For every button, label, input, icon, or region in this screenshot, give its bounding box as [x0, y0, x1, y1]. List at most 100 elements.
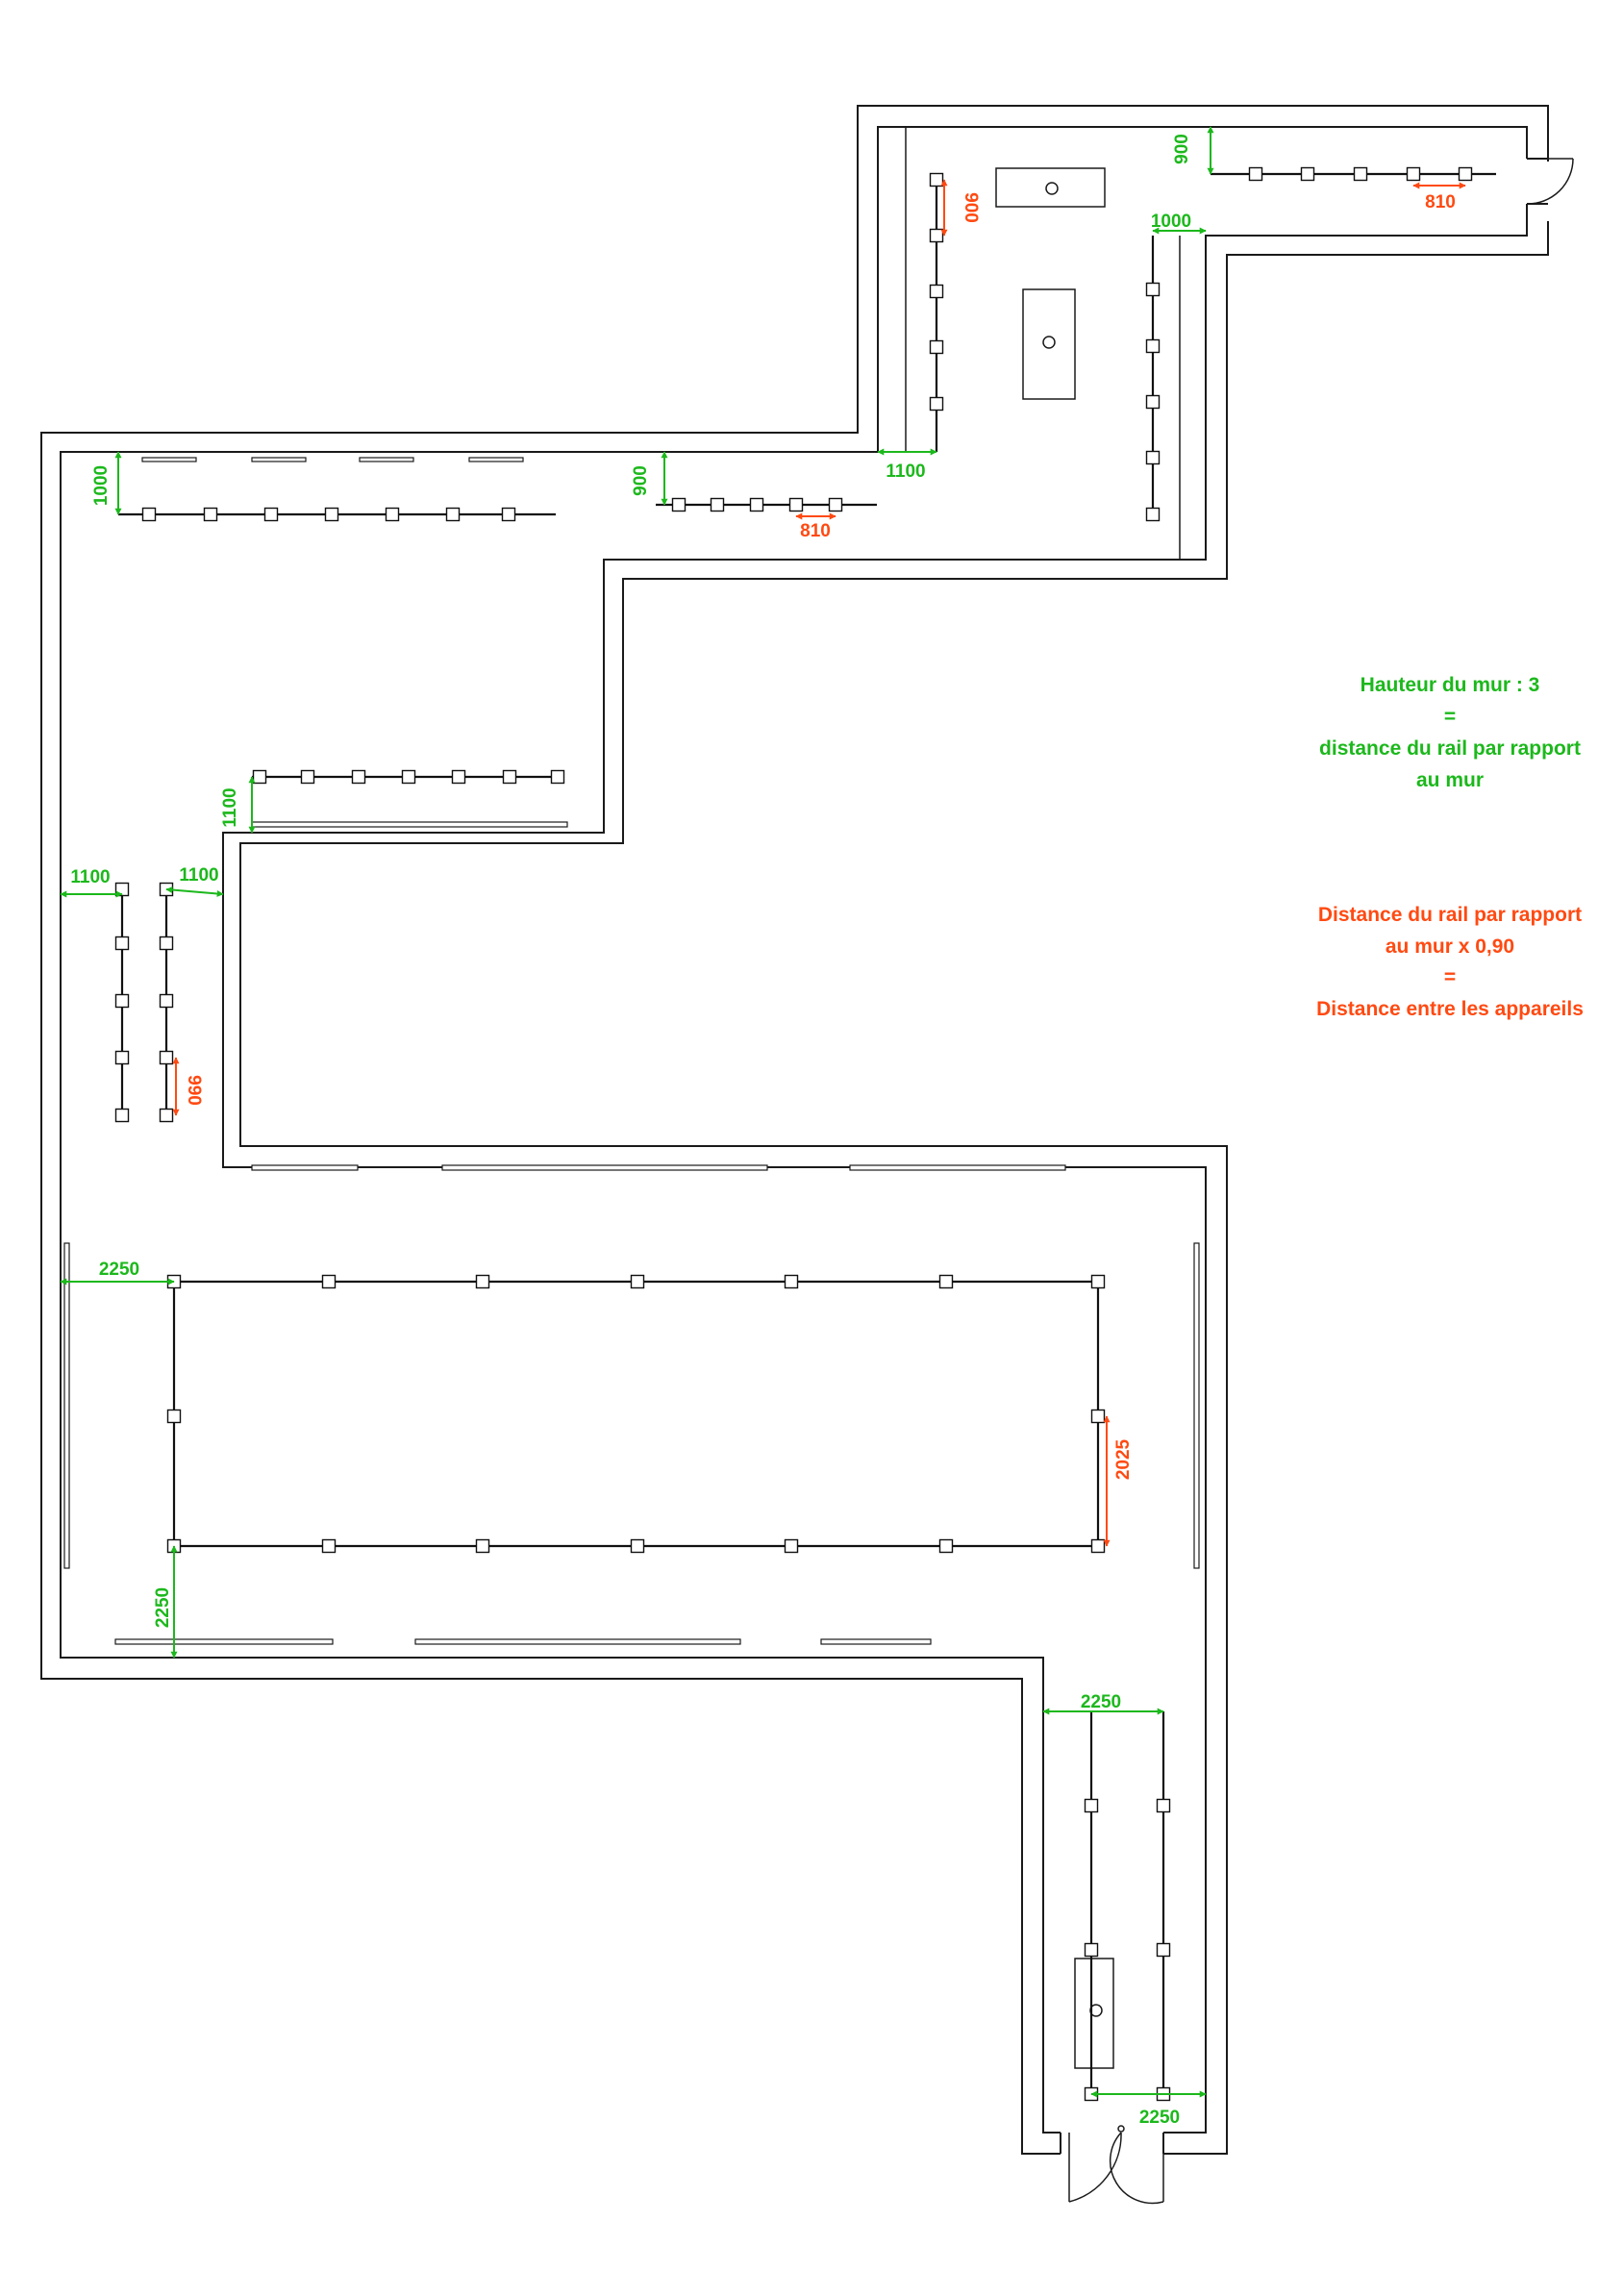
- light-fixture: [203, 507, 218, 522]
- spacing-dimensions: [172, 179, 1466, 1547]
- dimension-label: 2250: [1139, 2108, 1180, 2128]
- light-fixture: [401, 769, 416, 785]
- dimension-label: 1100: [220, 787, 240, 827]
- dimension-label: 900: [631, 465, 651, 496]
- light-fixture: [1156, 1798, 1171, 1813]
- light-fixture: [929, 339, 944, 355]
- light-fixture: [114, 993, 130, 1009]
- door-stop-icon: [1117, 2125, 1125, 2133]
- dimension-label: 2250: [153, 1587, 173, 1628]
- display-case-top: [995, 167, 1106, 208]
- light-fixture: [114, 1108, 130, 1123]
- light-fixture: [114, 1050, 130, 1065]
- light-fixture: [159, 936, 174, 951]
- inner-wall: [60, 126, 1528, 2134]
- wall-panel: [468, 457, 524, 462]
- light-fixture: [385, 507, 400, 522]
- dimension-label: 1000: [1151, 212, 1191, 232]
- doors: [1068, 158, 1574, 2205]
- lighting-rails: [118, 172, 1496, 2094]
- light-fixture: [630, 1538, 645, 1554]
- light-fixture: [1145, 507, 1161, 522]
- wall-distance-dimensions: [60, 126, 1214, 2098]
- wall-panel: [849, 1164, 1066, 1171]
- legend-spacing-rule: Distance du rail par rapport au mur x 0,…: [1316, 904, 1584, 1020]
- light-fixture: [159, 1108, 174, 1123]
- light-fixture: [784, 1274, 799, 1289]
- dimension-labels: 900 1000 1100 900 1000 1100 1100 1100 22…: [70, 134, 1455, 2128]
- legend-line: au mur: [1416, 769, 1484, 791]
- dimension-label: 900: [1172, 134, 1192, 164]
- legend-line: Hauteur du mur : 3: [1361, 674, 1540, 696]
- legend-line: =: [1444, 966, 1456, 988]
- light-fixture: [166, 1409, 182, 1424]
- light-fixture: [1300, 166, 1315, 182]
- light-fixture: [630, 1274, 645, 1289]
- light-fixture: [445, 507, 461, 522]
- wall-panel: [359, 457, 414, 462]
- light-fixture: [788, 497, 804, 512]
- door-swing-right-icon: [1526, 158, 1574, 205]
- light-fixtures: [114, 166, 1473, 2102]
- light-fixture: [502, 769, 517, 785]
- light-fixture: [1090, 1538, 1106, 1554]
- spacing-label: 900: [961, 192, 981, 223]
- light-fixture: [550, 769, 565, 785]
- light-fixture: [1090, 1274, 1106, 1289]
- furniture: [995, 167, 1114, 2069]
- light-fixture: [475, 1274, 490, 1289]
- light-fixture: [1156, 1942, 1171, 1958]
- light-fixture: [321, 1274, 337, 1289]
- wall-panel: [251, 1164, 359, 1171]
- legend: Hauteur du mur : 3 = distance du rail pa…: [1316, 674, 1584, 1020]
- lighting-rail: [172, 1280, 1100, 1548]
- light-fixture: [159, 1050, 174, 1065]
- wall-panel: [251, 821, 568, 828]
- light-fixture: [300, 769, 315, 785]
- light-fixture: [321, 1538, 337, 1554]
- light-fixture: [351, 769, 366, 785]
- light-fixture: [1145, 282, 1161, 297]
- wall-panel: [820, 1638, 932, 1645]
- spacing-label: 810: [1425, 192, 1456, 212]
- display-case-top-marker-icon: [1045, 182, 1059, 195]
- light-fixture: [1145, 394, 1161, 410]
- light-fixture: [1090, 1409, 1106, 1424]
- spacing-label: 2025: [1113, 1438, 1134, 1480]
- wall-panel: [251, 457, 307, 462]
- dimension-label: 2250: [99, 1260, 139, 1280]
- door-swing-bottom-left-icon: [1068, 2132, 1122, 2203]
- dimension-label: 1100: [886, 462, 925, 482]
- wall-panel: [414, 1638, 741, 1645]
- wall-panel: [63, 1242, 70, 1569]
- light-fixture: [1084, 1942, 1099, 1958]
- light-fixture: [929, 228, 944, 243]
- walls: [40, 105, 1549, 2155]
- light-fixture: [451, 769, 466, 785]
- light-fixture: [141, 507, 157, 522]
- dimension-label: 1100: [70, 867, 110, 887]
- dimension-label: 2250: [1081, 1692, 1121, 1712]
- light-fixture: [1084, 1798, 1099, 1813]
- wall-panel: [441, 1164, 768, 1171]
- light-fixture: [938, 1274, 954, 1289]
- light-fixture: [1248, 166, 1263, 182]
- light-fixture: [1145, 450, 1161, 465]
- light-fixture: [929, 284, 944, 299]
- light-fixture: [784, 1538, 799, 1554]
- wall-panel: [141, 457, 197, 462]
- legend-line: distance du rail par rapport: [1319, 737, 1581, 760]
- spacing-label: 990: [184, 1075, 204, 1106]
- spacing-label: 810: [800, 521, 831, 541]
- light-fixture: [938, 1538, 954, 1554]
- light-fixture: [263, 507, 279, 522]
- legend-wall-height: Hauteur du mur : 3 = distance du rail pa…: [1319, 674, 1581, 791]
- legend-line: Distance du rail par rapport: [1318, 904, 1582, 926]
- light-fixture: [1406, 166, 1421, 182]
- light-fixture: [749, 497, 764, 512]
- light-fixture: [501, 507, 516, 522]
- door-jambs-right: [1527, 158, 1548, 205]
- light-fixture: [159, 993, 174, 1009]
- wall-panel: [114, 1638, 334, 1645]
